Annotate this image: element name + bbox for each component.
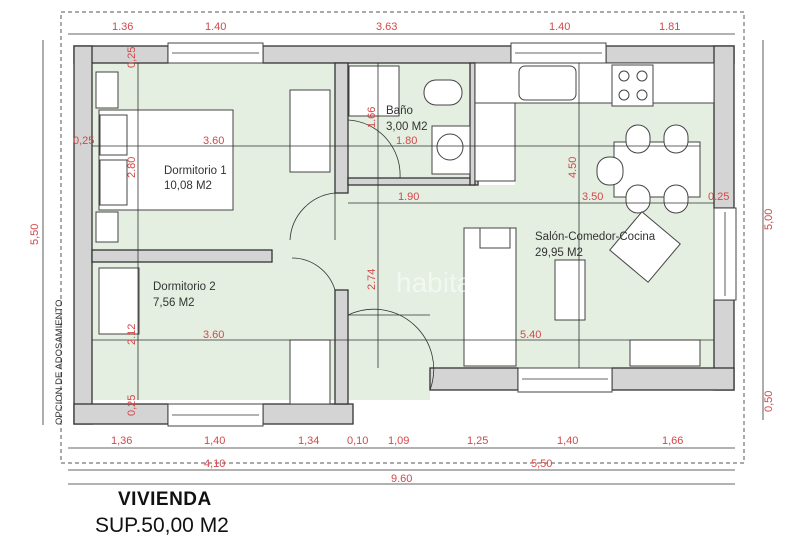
dim-interior: 0.25 [708, 191, 729, 203]
coffee-table [554, 259, 586, 321]
toilet [423, 79, 463, 106]
tv-unit [629, 339, 701, 367]
dim-interior: 0,25 [73, 135, 94, 147]
dim-bottom: 1,40 [204, 435, 225, 447]
windows [167, 42, 737, 427]
wardrobe-2 [289, 339, 331, 405]
dim-right: 5,00 [763, 209, 775, 230]
dim-interior: 1.80 [396, 135, 417, 147]
dim-interior: 1.90 [398, 191, 419, 203]
dim-bottom: 1,25 [467, 435, 488, 447]
dim-interior: 3.60 [203, 135, 224, 147]
dim-interior: 5.40 [520, 329, 541, 341]
dim-bottom: 1,66 [662, 435, 683, 447]
dim-interior: 3.60 [203, 329, 224, 341]
armchair [609, 211, 681, 283]
dim-subtotal: 5,50 [531, 458, 552, 470]
dim-bottom: 0,10 [347, 435, 368, 447]
counter [474, 62, 715, 104]
shower [348, 65, 400, 117]
entry-area [348, 368, 430, 400]
dim-interior: 0,25 [126, 395, 138, 416]
plan-title: VIVIENDA [118, 489, 212, 510]
dim-interior: 2.12 [126, 324, 138, 345]
dimension-lines [42, 33, 764, 485]
sofa [463, 227, 517, 367]
room-name: Dormitorio 1 [164, 165, 227, 177]
dim-interior: 2.74 [366, 269, 378, 290]
dim-top: 3.63 [376, 21, 397, 33]
room-area: 3,00 M2 [386, 121, 428, 133]
dim-top: 1.40 [549, 21, 570, 33]
wardrobe-1 [289, 89, 331, 173]
cooktop [611, 64, 654, 107]
kitchen-sink [518, 65, 577, 101]
room-area: 7,56 M2 [153, 297, 195, 309]
dim-interior: 4.50 [567, 157, 579, 178]
dim-top: 1.40 [205, 21, 226, 33]
room-name: Dormitorio 2 [153, 281, 216, 293]
plan-surface: SUP.50,00 M2 [95, 514, 229, 537]
walls [73, 45, 735, 425]
dim-bottom: 1,40 [557, 435, 578, 447]
dim-interior: 0,25 [126, 47, 138, 68]
dim-top: 1.81 [659, 21, 680, 33]
dining-table [613, 141, 701, 198]
dim-top: 1.36 [112, 21, 133, 33]
doors [289, 119, 435, 391]
dim-left: 5,50 [29, 224, 41, 245]
dim-right: 0,50 [763, 391, 775, 412]
nightstand [95, 71, 119, 109]
dim-interior: 2.80 [126, 157, 138, 178]
furniture [95, 62, 715, 405]
bed-2 [98, 267, 140, 335]
room-name: Salón-Comedor-Cocina [535, 231, 656, 243]
room-area: 10,08 M2 [164, 180, 212, 192]
dim-bottom: 1,09 [388, 435, 409, 447]
room-name: Baño [386, 105, 413, 117]
dim-subtotal: 4,10 [204, 458, 225, 470]
dim-bottom: 1,34 [298, 435, 319, 447]
watermark: habitaclia [396, 267, 515, 298]
room-area: 29,95 M2 [535, 247, 583, 259]
dim-interior: 1.66 [366, 107, 378, 128]
dim-interior: 3.50 [582, 191, 603, 203]
side-note: OPCION DE ADOSAMIENTO [54, 300, 65, 425]
dim-bottom: 1,36 [111, 435, 132, 447]
dim-total: 9.60 [391, 473, 412, 485]
